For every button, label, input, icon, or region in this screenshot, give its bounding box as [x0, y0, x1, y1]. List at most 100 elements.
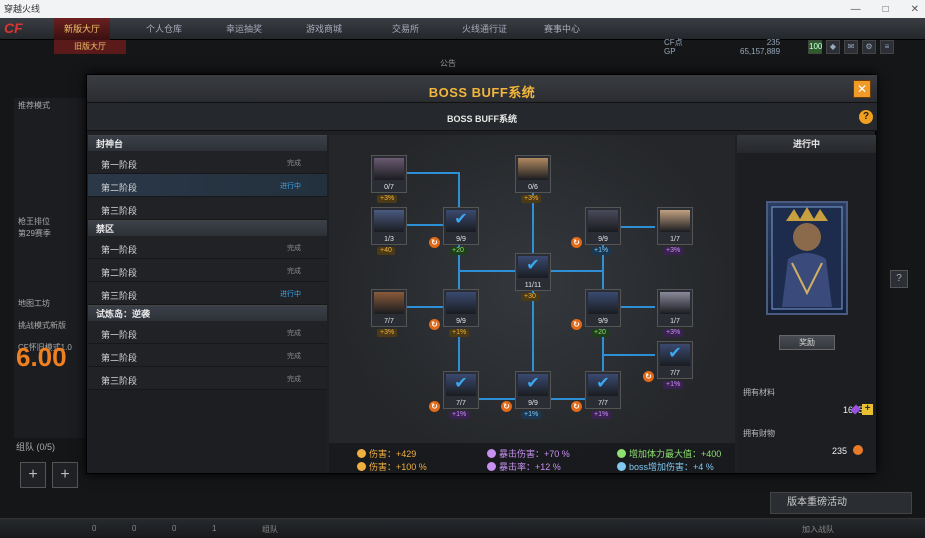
- stage-list: 封神台第一阶段完成第二阶段进行中第三阶段禁区第一阶段完成第二阶段完成第三阶段进行…: [88, 135, 327, 473]
- progress-status: 进行中: [737, 135, 876, 153]
- mail-icon[interactable]: ✉: [844, 40, 858, 54]
- buff-node[interactable]: ✔7/7: [443, 371, 479, 409]
- stage-row[interactable]: 第二阶段完成: [88, 344, 327, 367]
- nav-exchange[interactable]: 交易所: [392, 24, 420, 34]
- buff-node[interactable]: 1/7: [657, 289, 693, 327]
- stat-icon: [487, 449, 496, 458]
- level-badge: 100: [808, 40, 822, 54]
- close-button[interactable]: ✕: [853, 80, 871, 98]
- refresh-icon[interactable]: ↻: [429, 237, 440, 248]
- buff-node[interactable]: 0/7: [371, 155, 407, 193]
- nav-new-lobby[interactable]: 新版大厅: [54, 18, 111, 40]
- join-clan-button[interactable]: 加入战队: [802, 525, 834, 534]
- promo-banner[interactable]: 版本重磅活动: [770, 492, 912, 514]
- add-material-button[interactable]: +: [862, 404, 873, 415]
- dialog-title: BOSS BUFF系统: [428, 85, 536, 100]
- add-member-button[interactable]: +: [20, 462, 46, 488]
- stage-name: 第三阶段: [101, 376, 138, 386]
- shield-icon[interactable]: ◆: [826, 40, 840, 54]
- dialog-subtitle: BOSS BUFF系统: [446, 114, 517, 124]
- stage-status: 完成: [287, 330, 301, 337]
- stage-row[interactable]: 第三阶段进行中: [88, 282, 327, 305]
- stage-row[interactable]: 第一阶段完成: [88, 321, 327, 344]
- stage-row[interactable]: 第一阶段 完成: [88, 151, 327, 174]
- refresh-icon[interactable]: ↻: [571, 237, 582, 248]
- minimize-icon[interactable]: —: [850, 3, 861, 15]
- summary-stat-label: 增加体力最大值：+400: [629, 449, 722, 459]
- cf-classic-banner[interactable]: 6.00: [16, 342, 67, 372]
- buff-node[interactable]: ✔7/7: [657, 341, 693, 379]
- buff-node[interactable]: 0/6: [515, 155, 551, 193]
- stage-row[interactable]: 第三阶段完成: [88, 367, 327, 390]
- nav-events[interactable]: 赛事中心: [544, 24, 581, 34]
- old-lobby-tab[interactable]: 旧版大厅: [54, 40, 126, 54]
- close-window-icon[interactable]: ✕: [910, 3, 919, 15]
- buff-node[interactable]: 7/7: [371, 289, 407, 327]
- add-member-button[interactable]: +: [52, 462, 78, 488]
- node-portrait: [374, 158, 404, 180]
- gear-icon[interactable]: ⚙: [862, 40, 876, 54]
- check-icon: ✔: [526, 375, 540, 392]
- team-button[interactable]: 组队: [262, 525, 278, 534]
- stage-row[interactable]: 第二阶段进行中: [88, 174, 327, 197]
- team-label: 组队 (0/5): [16, 442, 56, 452]
- node-count: 7/7: [456, 400, 466, 407]
- node-buff-value: +1%: [591, 247, 612, 255]
- stage-group-header[interactable]: 试炼岛：逆袭: [88, 305, 327, 321]
- buff-node[interactable]: 9/9: [585, 289, 621, 327]
- stage-row[interactable]: 第一阶段完成: [88, 236, 327, 259]
- node-count: 11/11: [524, 282, 542, 289]
- stage-status: 完成: [287, 353, 301, 360]
- nav-shop[interactable]: 游戏商城: [306, 24, 343, 34]
- stage-group-header[interactable]: 禁区: [88, 220, 327, 236]
- maximize-icon[interactable]: □: [882, 3, 889, 15]
- stage-status: 完成: [287, 160, 301, 167]
- dialog-header: BOSS BUFF系统 ✕: [87, 75, 877, 103]
- stage-row[interactable]: 第三阶段: [88, 197, 327, 220]
- buff-node[interactable]: 1/3: [371, 207, 407, 245]
- buff-node[interactable]: 9/9: [443, 289, 479, 327]
- menu-icon[interactable]: ≡: [880, 40, 894, 54]
- stage-row[interactable]: 第二阶段完成: [88, 259, 327, 282]
- bottom-count: 0: [92, 524, 97, 533]
- buff-node[interactable]: 9/9: [585, 207, 621, 245]
- refresh-icon[interactable]: ↻: [571, 319, 582, 330]
- node-count: 1/7: [670, 318, 680, 325]
- challenge-label: 挑战模式新版: [18, 321, 66, 330]
- stage-group-header[interactable]: 封神台: [88, 135, 327, 151]
- reward-button[interactable]: 奖励: [779, 335, 835, 350]
- refresh-icon[interactable]: ↻: [571, 401, 582, 412]
- help-icon[interactable]: ?: [890, 270, 908, 288]
- top-navigation: CF 新版大厅 个人仓库 幸运抽奖 游戏商城 交易所 火线通行证 赛事中心 CF…: [0, 18, 925, 56]
- help-button[interactable]: ?: [859, 110, 873, 124]
- refresh-icon[interactable]: ↻: [429, 319, 440, 330]
- refresh-icon[interactable]: ↻: [501, 401, 512, 412]
- nav-battle-pass[interactable]: 火线通行证: [462, 24, 508, 34]
- season-label: 第29赛季: [18, 229, 51, 238]
- stage-status: 完成: [287, 268, 301, 275]
- right-side-icons: ?: [876, 130, 916, 490]
- material-label: 拥有材料: [743, 388, 775, 397]
- buff-node[interactable]: 1/7: [657, 207, 693, 245]
- check-icon: ✔: [596, 375, 610, 392]
- map-workshop-label[interactable]: 地图工坊: [18, 299, 50, 308]
- refresh-icon[interactable]: ↻: [429, 401, 440, 412]
- stat-icon: [487, 462, 496, 471]
- node-portrait: [374, 292, 404, 314]
- nav-warehouse[interactable]: 个人仓库: [146, 24, 183, 34]
- buff-node[interactable]: ✔7/7: [585, 371, 621, 409]
- summary-stat: boss增加伤害：+4 %: [617, 460, 714, 473]
- node-count: 1/7: [670, 236, 680, 243]
- buff-node[interactable]: ✔9/9: [443, 207, 479, 245]
- node-count: 0/6: [528, 184, 538, 191]
- node-buff-value: +1%: [449, 329, 470, 337]
- nav-lucky-draw[interactable]: 幸运抽奖: [226, 24, 263, 34]
- buff-node[interactable]: ✔11/11: [515, 253, 551, 291]
- ranked-label[interactable]: 枪王排位: [18, 217, 50, 226]
- buff-node[interactable]: ✔9/9: [515, 371, 551, 409]
- refresh-icon[interactable]: ↻: [643, 371, 654, 382]
- node-portrait: [588, 374, 618, 396]
- stage-name: 第一阶段: [101, 160, 138, 170]
